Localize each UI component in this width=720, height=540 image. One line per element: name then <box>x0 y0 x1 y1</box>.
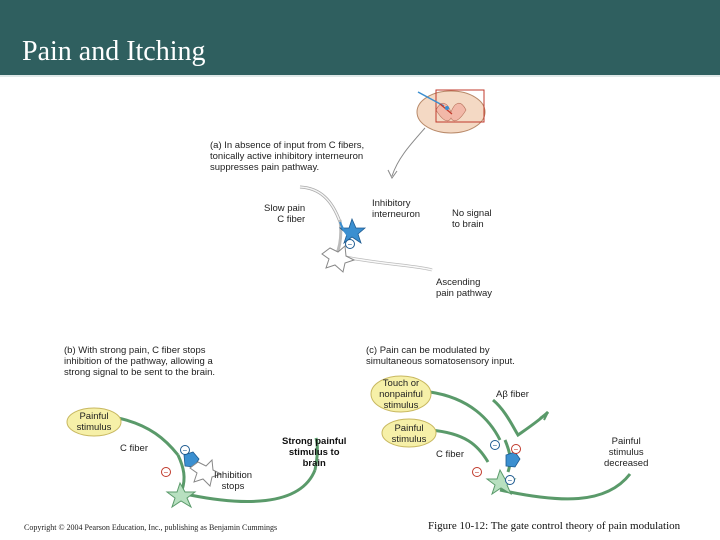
panel-c-minus-sign-3: − <box>475 468 480 477</box>
header-divider <box>0 75 720 77</box>
inhibitory-interneuron-label: Inhibitory interneuron <box>372 198 421 220</box>
panel-a-minus-sign: − <box>348 240 353 249</box>
ascending-pathway-label: Ascending pain pathway <box>436 277 492 299</box>
panel-c-minus-sign-2: − <box>514 445 519 454</box>
spinal-cord-icon <box>416 89 486 134</box>
strong-painful-stimulus-label: Strong painful stimulus to brain <box>282 436 347 469</box>
inhibition-stops-label: Inhibition stops <box>214 470 253 492</box>
slide-title: Pain and Itching <box>22 36 206 67</box>
copyright-notice: Copyright © 2004 Pearson Education, Inc.… <box>24 523 278 532</box>
panel-c-caption: (c) Pain can be modulated by simultaneou… <box>366 345 515 367</box>
panel-c-minus-sign-4: − <box>508 476 513 485</box>
panel-b-caption: (b) With strong pain, C fiber stops inhi… <box>64 345 216 378</box>
panel-b-painful-stimulus-label: Painful stimulus <box>76 411 112 433</box>
panel-a-caption: (a) In absence of input from C fibers, t… <box>210 140 365 173</box>
panel-b-minus-sign-blue: − <box>183 446 188 455</box>
panel-c-minus-sign-1: − <box>493 441 498 450</box>
slide-header <box>0 0 720 75</box>
panel-b-c-fiber-label: C fiber <box>120 443 148 454</box>
painful-stimulus-decreased-label: Painful stimulus decreased <box>604 436 649 469</box>
a-beta-fiber-label: Aβ fiber <box>496 389 529 400</box>
panel-c-painful-stimulus-label: Painful stimulus <box>391 423 427 445</box>
panel-c-c-fiber-label: C fiber <box>436 449 464 460</box>
inset-pointer-arrow <box>391 127 426 177</box>
touch-stimulus-label: Touch or nonpainful stimulus <box>379 378 423 411</box>
panel-a-pathway <box>299 185 433 273</box>
slow-pain-fiber-label: Slow pain C fiber <box>264 203 306 225</box>
panel-c-pathway <box>370 375 632 501</box>
figure-caption: Figure 10-12: The gate control theory of… <box>428 520 681 532</box>
panel-b-minus-sign-red: − <box>164 468 169 477</box>
no-signal-label: No signal to brain <box>452 208 492 230</box>
panel-b-pathway <box>66 407 319 509</box>
